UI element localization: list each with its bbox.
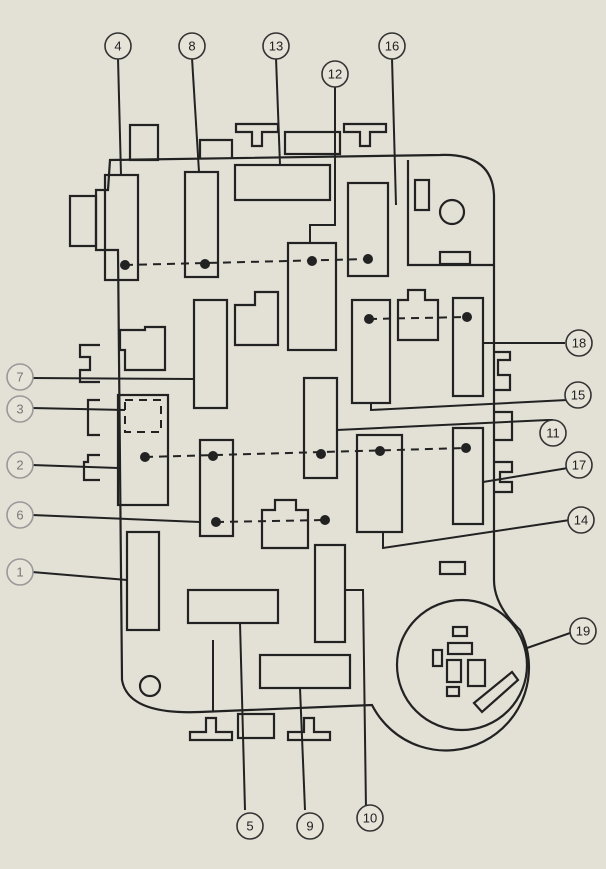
callout-4: 4 <box>104 32 132 60</box>
callout-circle <box>6 363 34 391</box>
callout-circle <box>565 329 593 357</box>
empty-slot-b <box>233 290 280 347</box>
fuse-slot-10 <box>313 543 347 644</box>
callout-label: 3 <box>16 402 23 417</box>
callout-circle <box>104 32 132 60</box>
callout-circle <box>6 558 34 586</box>
callout-circle <box>262 32 290 60</box>
callout-label: 5 <box>246 819 253 834</box>
fuse-slot-1 <box>125 530 161 632</box>
callout-circle <box>321 60 349 88</box>
callout-circle <box>6 395 34 423</box>
callout-label: 12 <box>328 67 342 82</box>
callout-label: 11 <box>546 426 560 441</box>
callout-circle <box>569 617 597 645</box>
callout-8: 8 <box>178 32 206 60</box>
round-connector <box>395 598 529 732</box>
callout-circle <box>564 381 592 409</box>
leader-lines <box>31 57 574 811</box>
callout-15: 15 <box>564 381 592 409</box>
callout-17: 17 <box>565 451 593 479</box>
callout-18: 18 <box>565 329 593 357</box>
callout-1: 1 <box>6 558 34 586</box>
callout-10: 10 <box>356 804 384 832</box>
callout-label: 6 <box>16 508 23 523</box>
fuse-slot-17 <box>451 426 485 526</box>
fuse-slot-6 <box>198 438 235 538</box>
callout-11: 11 <box>539 419 567 447</box>
callout-13: 13 <box>262 32 290 60</box>
callout-5: 5 <box>236 812 264 840</box>
fuse-slot-7 <box>192 298 229 410</box>
fuse-slot-8 <box>183 170 220 279</box>
callout-label: 18 <box>572 336 586 351</box>
callout-circle <box>178 32 206 60</box>
callout-label: 15 <box>571 388 585 403</box>
fuse-slot-5 <box>186 588 280 625</box>
callout-label: 14 <box>574 513 588 528</box>
callout-circle <box>296 812 324 840</box>
relay-bracket <box>406 160 494 267</box>
callout-label: 2 <box>16 458 23 473</box>
fuse-slot-11 <box>302 376 339 480</box>
fuse-slot-16 <box>346 181 390 278</box>
fuse-slot-18 <box>451 296 485 398</box>
relay-14 <box>355 433 404 534</box>
callout-label: 17 <box>572 458 586 473</box>
callout-circle <box>378 32 406 60</box>
callout-6: 6 <box>6 501 34 529</box>
callout-label: 16 <box>385 39 399 54</box>
callout-12: 12 <box>321 60 349 88</box>
callout-label: 9 <box>306 819 313 834</box>
callout-19: 19 <box>569 617 597 645</box>
callout-circle <box>565 451 593 479</box>
fuse-slot-4 <box>103 173 140 282</box>
fuse-slots <box>103 163 485 698</box>
connection-lines <box>120 254 472 527</box>
callout-circle <box>567 506 595 534</box>
empty-slot-a <box>118 325 167 372</box>
callout-circle <box>6 451 34 479</box>
relay-2 <box>116 393 170 507</box>
relay-3-outline <box>124 399 162 433</box>
mount-hole <box>138 674 162 698</box>
callout-label: 13 <box>269 39 283 54</box>
callout-3: 3 <box>6 395 34 423</box>
callout-label: 4 <box>114 39 121 54</box>
callout-circle <box>356 804 384 832</box>
callout-14: 14 <box>567 506 595 534</box>
callout-16: 16 <box>378 32 406 60</box>
connector-block <box>260 498 310 550</box>
small-slot <box>438 560 467 576</box>
fuse-slot-9 <box>258 653 352 690</box>
panel-outline <box>68 122 531 752</box>
callout-circle <box>6 501 34 529</box>
callout-9: 9 <box>296 812 324 840</box>
callout-label: 1 <box>16 565 23 580</box>
relay-12 <box>286 241 338 352</box>
empty-slot-c <box>396 288 440 342</box>
fuse-slot-13 <box>233 163 332 202</box>
callout-label: 19 <box>576 624 590 639</box>
callout-7: 7 <box>6 363 34 391</box>
callout-label: 8 <box>188 39 195 54</box>
callout-label: 10 <box>363 811 377 826</box>
callout-circle <box>539 419 567 447</box>
callout-2: 2 <box>6 451 34 479</box>
callout-circle <box>236 812 264 840</box>
callout-label: 7 <box>16 370 23 385</box>
